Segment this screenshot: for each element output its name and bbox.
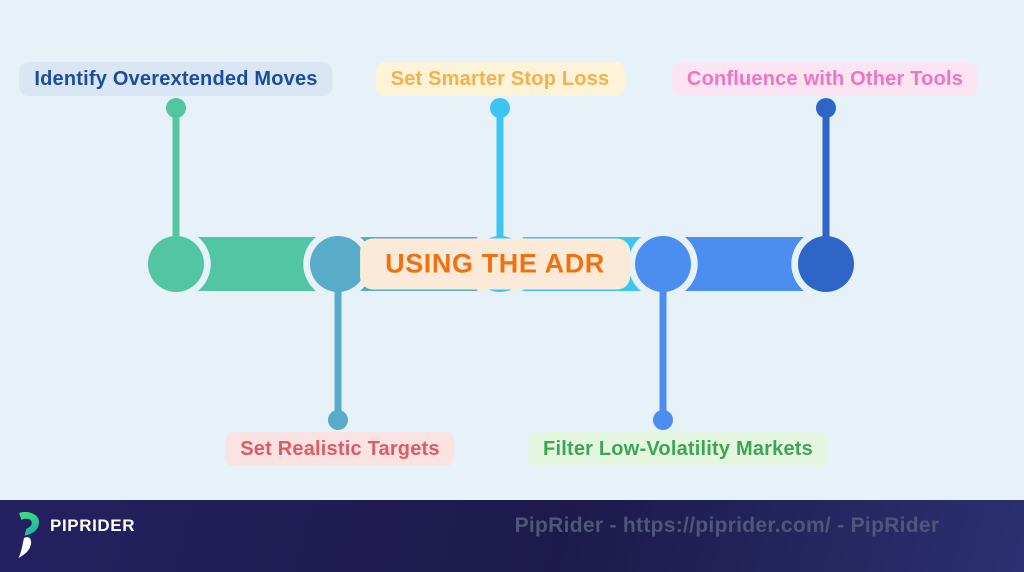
brand-name: PIPRIDER [50, 516, 136, 535]
timeline-node-circle-1 [148, 236, 204, 292]
timeline-node-circle-2 [310, 236, 366, 292]
footer-credit-text: PipRider - https://piprider.com/ - PipRi… [514, 514, 940, 537]
label-chip-set-realistic-targets: Set Realistic Targets [225, 432, 455, 466]
timeline-bar-segment-4 [685, 237, 804, 291]
connector-dot [490, 98, 510, 118]
connector-dot [653, 410, 673, 430]
label-chip-set-smarter-stop-loss: Set Smarter Stop Loss [375, 62, 625, 96]
connector-dot [328, 410, 348, 430]
label-chip-identify-overextended-moves: Identify Overextended Moves [19, 62, 333, 96]
label-chip-filter-low-volatility-markets: Filter Low-Volatility Markets [528, 432, 828, 466]
piprider-logo-icon [18, 512, 39, 558]
timeline-bar-segment-1 [198, 237, 316, 291]
footer-bar: PIPRIDER PipRider - https://piprider.com… [0, 500, 1024, 572]
logo-white-tail [18, 537, 32, 558]
timeline-node-circle-4 [635, 236, 691, 292]
timeline-node-circle-5 [798, 236, 854, 292]
label-chip-confluence-with-other-tools: Confluence with Other Tools [671, 62, 979, 96]
connector-dot [166, 98, 186, 118]
logo-green-shape [19, 512, 39, 536]
connector-dot [816, 98, 836, 118]
title-chip: USING THE ADR [360, 238, 630, 290]
